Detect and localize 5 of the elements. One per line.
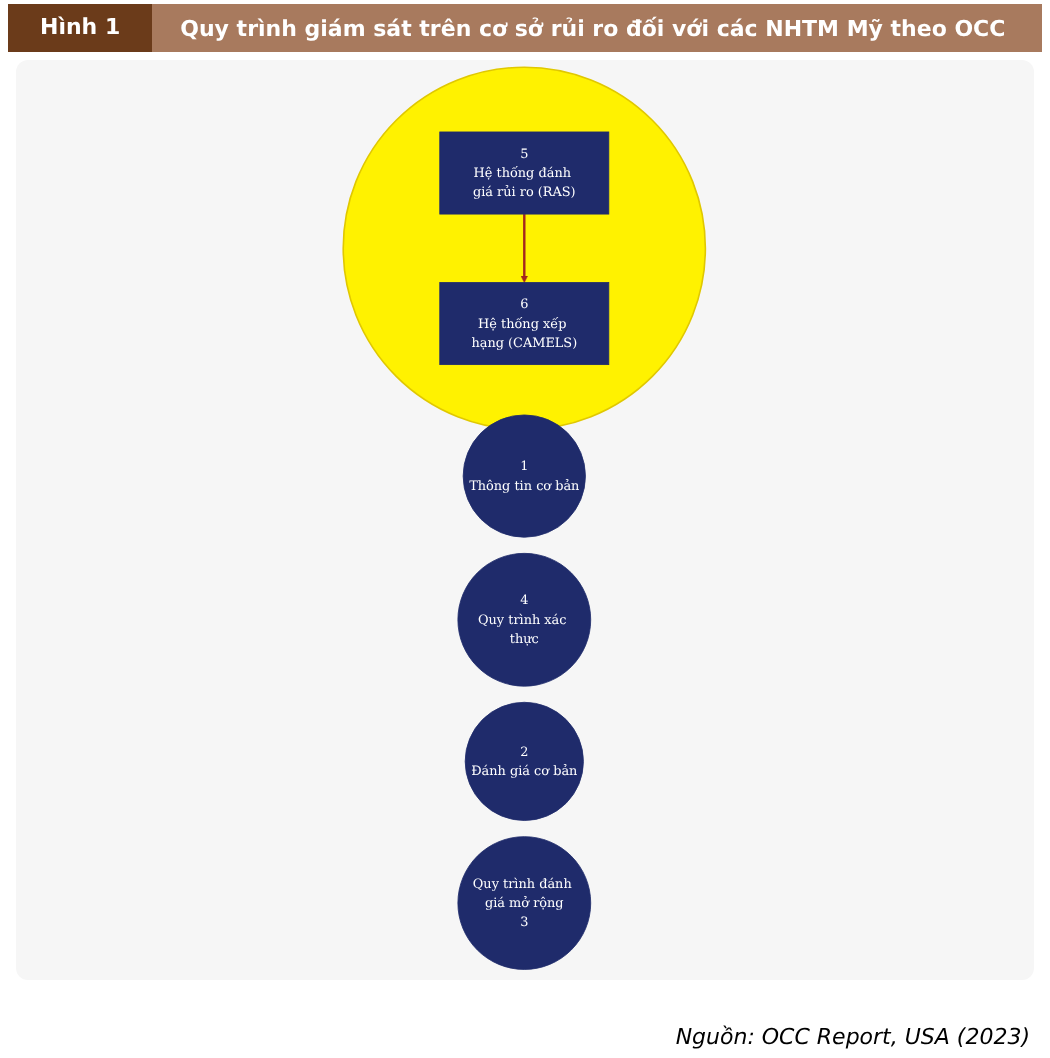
- figure-number: Hình 1: [40, 14, 121, 40]
- cluster: [343, 66, 707, 431]
- figure-title: Quy trình giám sát trên cơ sở rủi ro đối với các NHTM Mỹ theo OCC: [178, 15, 1006, 41]
- source-caption: Nguồn: OCC Report, USA (2023): [675, 1024, 1030, 1050]
- arrow: [521, 214, 529, 283]
